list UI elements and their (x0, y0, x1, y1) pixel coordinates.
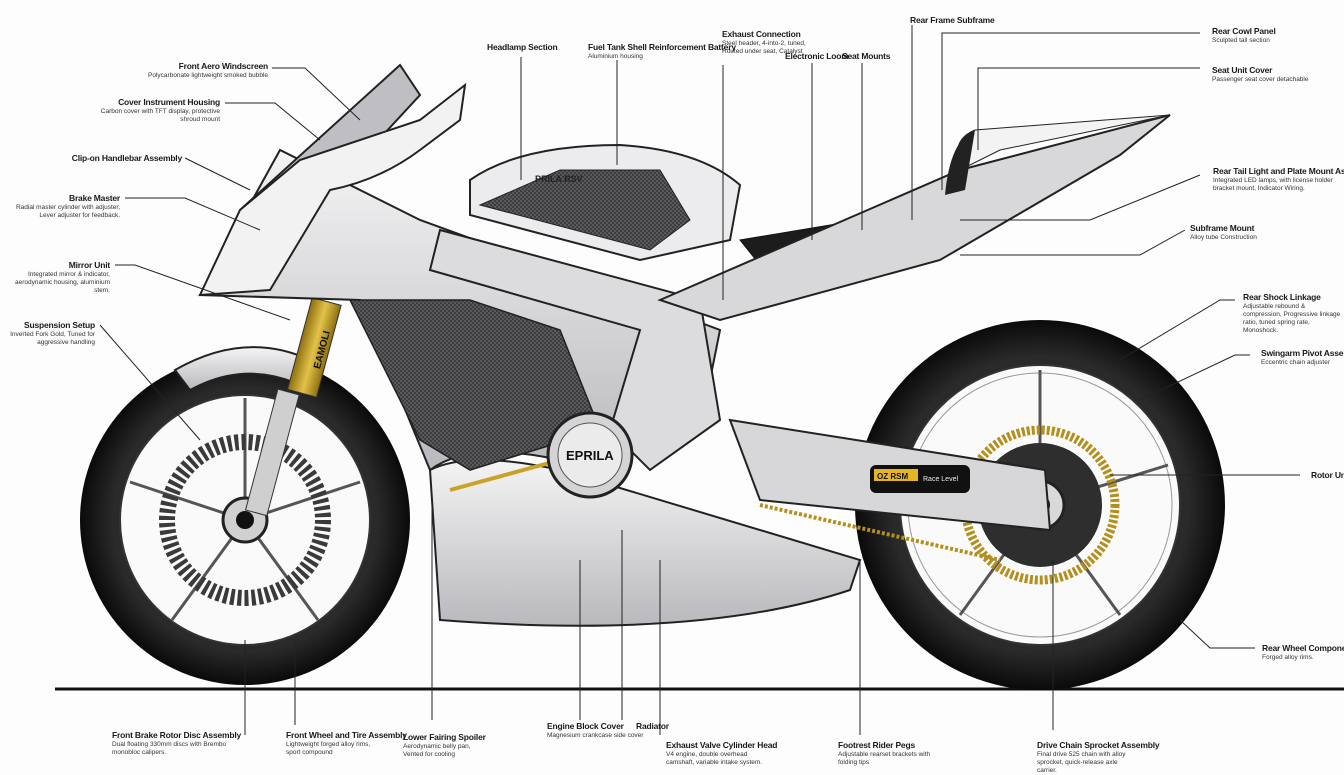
front-wheel (80, 355, 410, 685)
label-desc: Integrated LED lamps, with license holde… (1213, 176, 1333, 192)
label-desc: Alloy tube Construction (1190, 233, 1257, 241)
label-fuel-tank: Fuel Tank Shell Reinforcement Battery Al… (588, 42, 736, 61)
label-desc: Passenger seat cover detachable (1212, 75, 1309, 83)
label-desc: V4 engine, double overhead camshaft, var… (666, 750, 763, 766)
sticker-right-text: Race Level (923, 476, 958, 483)
label-desc: Aerodynamic belly pan, Vented for coolin… (403, 742, 471, 758)
label-windscreen: Front Aero Windscreen Polycarbonate ligh… (120, 61, 268, 80)
label-title: Front Wheel and Tire Assembly (286, 730, 407, 740)
label-instrument-housing: Cover Instrument Housing Carbon cover wi… (100, 97, 220, 124)
front-fairing (198, 82, 467, 297)
label-brake-master: Brake Master Radial master cylinder with… (10, 193, 120, 220)
label-title: Front Aero Windscreen (178, 61, 269, 71)
label-title: Rear Shock Linkage (1243, 292, 1321, 302)
label-lower-fairing: Lower Fairing Spoiler Aerodynamic belly … (403, 732, 488, 759)
label-title: Rear Frame Subframe (910, 15, 995, 25)
label-rear-cowl: Rear Cowl Panel Sculpted tail section (1212, 26, 1276, 45)
label-title: Subframe Mount (1190, 223, 1255, 233)
label-rear-shock: Rear Shock Linkage Adjustable rebound & … (1243, 292, 1344, 335)
label-title: Drive Chain Sprocket Assembly (1037, 740, 1160, 750)
label-radiator: Radiator (636, 721, 669, 732)
label-electronic-loom: Electronic Loom (785, 51, 849, 62)
label-title: Exhaust Connection (722, 29, 801, 39)
label-title: Front Brake Rotor Disc Assembly (112, 730, 242, 740)
label-title: Rear Tail Light and Plate Mount Assembly (1213, 166, 1344, 176)
drive-chain (759, 503, 1001, 562)
label-title: Rear Cowl Panel (1212, 26, 1276, 36)
label-title: Lower Fairing Spoiler (403, 732, 486, 742)
label-desc: Integrated mirror & indicator, aerodynam… (14, 270, 110, 294)
label-title: Brake Master (69, 193, 120, 203)
label-desc: Inverted Fork Gold, Tuned for aggressive… (10, 330, 95, 346)
label-title: Seat Unit Cover (1212, 65, 1273, 75)
label-tail-light: Rear Tail Light and Plate Mount Assembly… (1213, 166, 1344, 193)
tail-section (657, 114, 1171, 322)
label-engine-cover: Engine Block Cover Magnesium crankcase s… (547, 721, 643, 740)
label-footrest: Footrest Rider Pegs Adjustable rearset b… (838, 740, 938, 767)
label-front-wheel: Front Wheel and Tire Assembly Lightweigh… (286, 730, 407, 757)
label-desc: Aluminium housing (588, 52, 643, 60)
label-suspension: Suspension Setup Inverted Fork Gold, Tun… (0, 320, 95, 347)
label-title: Headlamp Section (487, 42, 558, 52)
label-title: Fuel Tank Shell Reinforcement Battery (588, 42, 736, 52)
label-title: Footrest Rider Pegs (838, 740, 915, 750)
label-desc: Magnesium crankcase side cover (547, 731, 644, 739)
label-handlebar: Clip-on Handlebar Assembly (50, 153, 182, 164)
label-subframe-mount: Subframe Mount Alloy tube Construction (1190, 223, 1257, 242)
sticker-left-text: OZ RSM (877, 472, 908, 481)
leader-lines (99, 25, 1300, 735)
label-front-brake: Front Brake Rotor Disc Assembly Dual flo… (112, 730, 242, 757)
label-title: Cover Instrument Housing (118, 97, 220, 107)
label-exhaust-connection: Exhaust Connection Steel header, 4-into-… (722, 29, 807, 56)
label-title: Rotor Unit (1311, 470, 1344, 480)
label-cylinder-head: Exhaust Valve Cylinder Head V4 engine, d… (666, 740, 778, 767)
label-drive-chain: Drive Chain Sprocket Assembly Final driv… (1037, 740, 1160, 775)
label-desc: Sculpted tail section (1212, 36, 1270, 44)
tank-brand-text: PRILA RSV (535, 174, 583, 184)
label-desc: Lightweight forged alloy rims, sport com… (286, 740, 371, 756)
label-title: Seat Mounts (842, 51, 891, 61)
label-desc: Forged alloy rims. (1262, 653, 1314, 661)
label-mirror: Mirror Unit Integrated mirror & indicato… (0, 260, 110, 295)
label-desc: Carbon cover with TFT display, protectiv… (100, 107, 220, 123)
label-desc: Polycarbonate lightweight smoked bubble (148, 71, 268, 79)
label-desc: Steel header, 4-into-2, tuned, Routed un… (722, 39, 806, 55)
label-rotor-unit: Rotor Unit (1311, 470, 1344, 481)
label-desc: Dual floating 330mm discs with Brembo mo… (112, 740, 227, 756)
label-desc: Adjustable rebound & compression, Progre… (1243, 302, 1341, 334)
label-title: Exhaust Valve Cylinder Head (666, 740, 778, 750)
label-desc: Radial master cylinder with adjuster, Le… (15, 203, 120, 219)
label-desc: Adjustable rearset brackets with folding… (838, 750, 931, 766)
label-seat-mounts: Seat Mounts (842, 51, 891, 62)
label-title: Electronic Loom (785, 51, 849, 61)
label-desc: Final drive 525 chain with alloy sprocke… (1037, 750, 1126, 774)
label-title: Radiator (636, 721, 669, 731)
label-title: Swingarm Pivot Assembly (1261, 348, 1344, 358)
label-title: Rear Wheel Component Assembly (1262, 643, 1344, 653)
engine-brand-text: EPRILA (566, 448, 614, 463)
label-rear-wheel: Rear Wheel Component Assembly Forged all… (1262, 643, 1344, 662)
label-swingarm-pivot: Swingarm Pivot Assembly Eccentric chain … (1261, 348, 1344, 367)
label-title: Mirror Unit (68, 260, 110, 270)
label-title: Clip-on Handlebar Assembly (71, 153, 182, 163)
label-desc: Eccentric chain adjuster (1261, 358, 1331, 366)
label-title: Suspension Setup (24, 320, 95, 330)
label-rear-frame: Rear Frame Subframe (910, 15, 995, 26)
label-seat-cover: Seat Unit Cover Passenger seat cover det… (1212, 65, 1308, 84)
label-headlamp: Headlamp Section (487, 42, 558, 53)
label-title: Engine Block Cover (547, 721, 624, 731)
